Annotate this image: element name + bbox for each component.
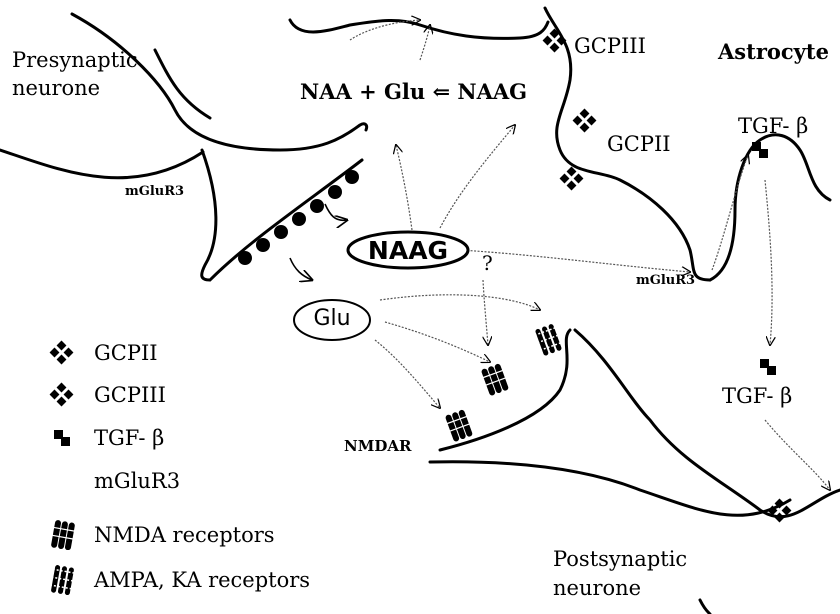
postsynaptic-lower	[430, 462, 790, 516]
legend-item-gcpii: GCPII	[40, 338, 158, 368]
arrow-glu-to-ampa	[380, 295, 540, 310]
legend-item-gcpiii: GCPIII	[40, 380, 166, 410]
presynaptic-label-1: Presynaptic	[12, 48, 138, 72]
legend-item-nmda: NMDA receptors	[40, 520, 275, 550]
nmda-receptor-2	[479, 362, 511, 397]
gcpii-label-top: GCPII	[607, 132, 671, 156]
arrow-question-down	[483, 280, 488, 345]
postsynaptic-bottom	[700, 600, 710, 614]
gcpiii-label-top: GCPIII	[574, 34, 646, 58]
gcpiii-astrocyte-top	[543, 29, 567, 53]
gcpiii-icon	[40, 380, 86, 410]
nmdar-label: NMDAR	[344, 438, 411, 455]
arrow-terminal-to-naag	[325, 204, 347, 220]
arrow-naag-up-right	[440, 125, 515, 228]
arrow-naag-to-astrocyte	[460, 250, 690, 272]
arrow-naag-up-left	[396, 145, 412, 230]
tgf-beta-icon	[40, 423, 86, 453]
mglur3-label-left: mGluR3	[125, 185, 184, 200]
presynaptic-label-2: neurone	[12, 76, 100, 100]
presynaptic-left-edge	[0, 150, 203, 178]
legend-label: GCPIII	[94, 383, 166, 407]
ampa-receptor-1	[533, 323, 564, 357]
arrow-terminal-to-glu	[290, 258, 312, 280]
tgf-beta-mid	[760, 359, 776, 375]
legend-item-mglur3: mGluR3	[40, 466, 180, 496]
tgf-beta-label-mid: TGF- β	[722, 384, 792, 408]
postsynaptic-right-edge	[575, 330, 840, 517]
astrocyte-process	[710, 135, 830, 280]
gcpii-icon	[40, 338, 86, 368]
legend-label: TGF- β	[94, 426, 164, 450]
legend-item-tgf-beta: TGF- β	[40, 423, 164, 453]
presynaptic-membrane-lower	[155, 50, 210, 118]
mglur3-icon	[40, 466, 86, 496]
postsynaptic-label-2: neurone	[553, 576, 641, 600]
arrow-glu-to-nmda2	[385, 322, 490, 362]
equation-label: NAA + Glu ⇐ NAAG	[300, 80, 527, 104]
arrow-tgf-to-post	[765, 420, 830, 490]
gcpii-astrocyte-low	[560, 167, 584, 191]
arrow-glu-to-nmda1	[375, 340, 440, 408]
mglur3-dots	[238, 170, 359, 265]
presynaptic-terminal	[202, 150, 362, 280]
postsynaptic-label-1: Postsynaptic	[553, 547, 687, 571]
ampa-ka-receptor-icon	[40, 565, 86, 595]
tgf-beta-label-top: TGF- β	[738, 114, 808, 138]
mglur3-label-right: mGluR3	[636, 274, 695, 289]
top-wavy-membrane	[290, 20, 548, 38]
nmda-receptor-icon	[40, 520, 86, 550]
glu-label: Glu	[294, 306, 370, 331]
question-mark: ?	[482, 252, 493, 275]
naag-label: NAAG	[348, 236, 468, 265]
arrow-tgf-down	[765, 180, 772, 345]
gcpii-astrocyte-mid	[573, 109, 597, 133]
legend-label: NMDA receptors	[94, 523, 275, 547]
nmda-receptor-1	[443, 408, 475, 443]
legend-label: GCPII	[94, 341, 158, 365]
astrocyte-label: Astrocyte	[718, 40, 829, 64]
legend-label: AMPA, KA receptors	[94, 568, 310, 592]
arrow-to-top-2	[420, 25, 430, 60]
legend-item-ampa-ka: AMPA, KA receptors	[40, 565, 310, 595]
legend-label: mGluR3	[94, 469, 180, 493]
tgf-beta-astrocyte	[752, 142, 768, 158]
